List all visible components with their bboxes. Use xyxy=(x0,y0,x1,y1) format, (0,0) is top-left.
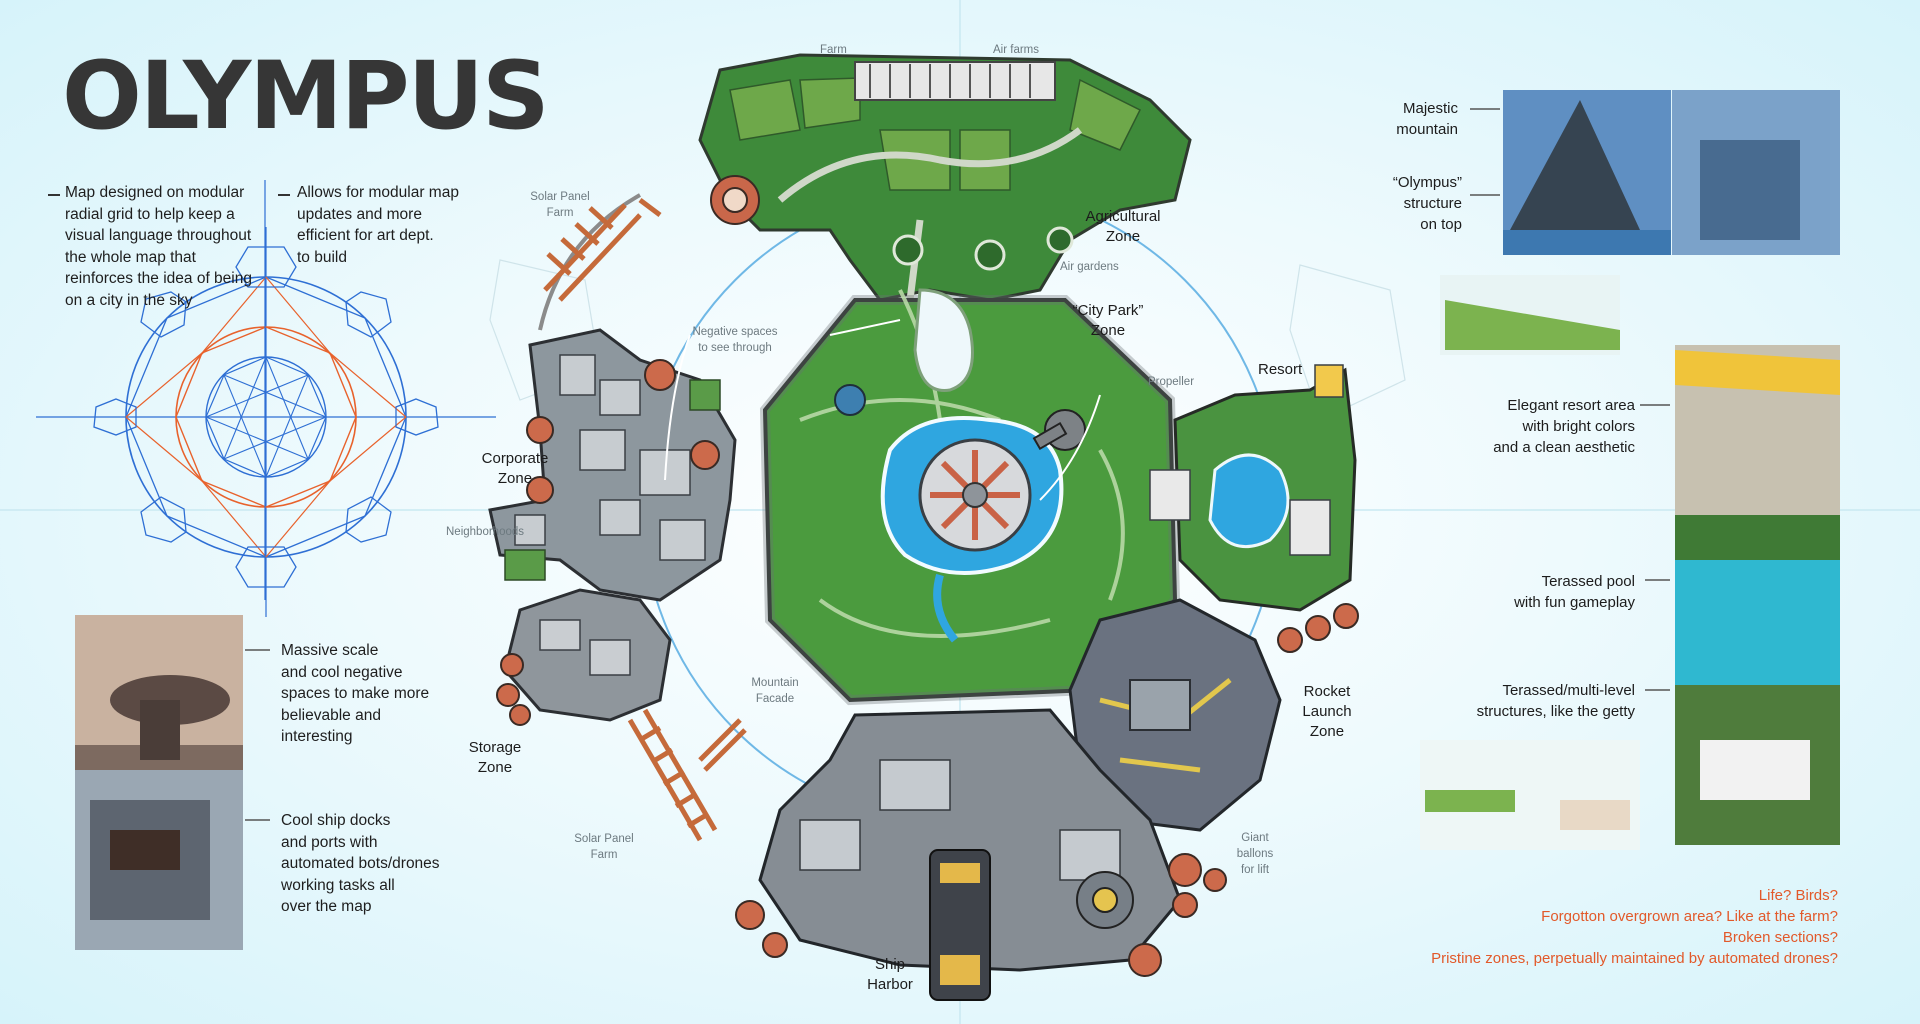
corporate-buildings xyxy=(514,354,706,561)
solar-panel-farm-top xyxy=(543,198,662,302)
air-farms-structure xyxy=(854,61,1056,101)
note-ship-docks: Cool ship docks and ports with automated… xyxy=(281,812,440,915)
question-pristine-zones: Pristine zones, perpetually maintained b… xyxy=(1431,950,1838,967)
label-propeller: Propeller xyxy=(1148,376,1195,388)
question-broken-sections: Broken sections? xyxy=(1722,929,1838,946)
radial-grid-diagram xyxy=(36,227,496,617)
question-forgotten-area: Forgotton overgrown area? Like at the fa… xyxy=(1541,908,1838,925)
negative-space-opening xyxy=(913,288,974,392)
label-farm: Farm xyxy=(820,44,847,56)
label-air-gardens: Air gardens xyxy=(1060,261,1119,273)
question-life-birds: Life? Birds? xyxy=(1758,887,1838,904)
city-map xyxy=(488,53,1359,1001)
annotation-arrows xyxy=(664,319,1101,501)
farm-fields xyxy=(729,77,1142,191)
label-neighborhoods: Neighborhoods xyxy=(446,526,525,538)
bullet-dash xyxy=(48,194,60,196)
page-title: OLYMPUS xyxy=(62,42,550,151)
note-massive-scale: Massive scale and cool negative spaces t… xyxy=(281,642,430,745)
label-resort: Resort xyxy=(1258,361,1303,378)
bullet-dash xyxy=(278,194,290,196)
solar-panel-farm-bottom xyxy=(627,708,747,842)
right-reference-photos xyxy=(1420,90,1840,850)
note-modular-updates: Allows for modular map updates and more … xyxy=(297,184,459,266)
balloon-domes-top-left xyxy=(710,175,760,225)
balloon-domes-resort xyxy=(1277,603,1359,653)
note-modular-grid: Map designed on modular radial grid to h… xyxy=(65,184,252,309)
balloon-domes-left xyxy=(526,359,720,504)
left-concept-art xyxy=(75,615,243,950)
small-dome-park xyxy=(834,384,866,416)
label-air-farms: Air farms xyxy=(993,44,1039,56)
resort-pool xyxy=(1208,453,1290,549)
label-city-park-zone: “City Park”Zone xyxy=(1072,302,1144,339)
balloon-domes-harbor xyxy=(735,853,1227,977)
ship-harbor-zone-shape xyxy=(758,708,1182,972)
balloon-domes-storage xyxy=(496,653,531,726)
ship xyxy=(929,849,991,1001)
propeller xyxy=(918,438,1032,552)
faint-hex-right xyxy=(1289,264,1406,421)
storage-zone-shape xyxy=(503,588,672,722)
